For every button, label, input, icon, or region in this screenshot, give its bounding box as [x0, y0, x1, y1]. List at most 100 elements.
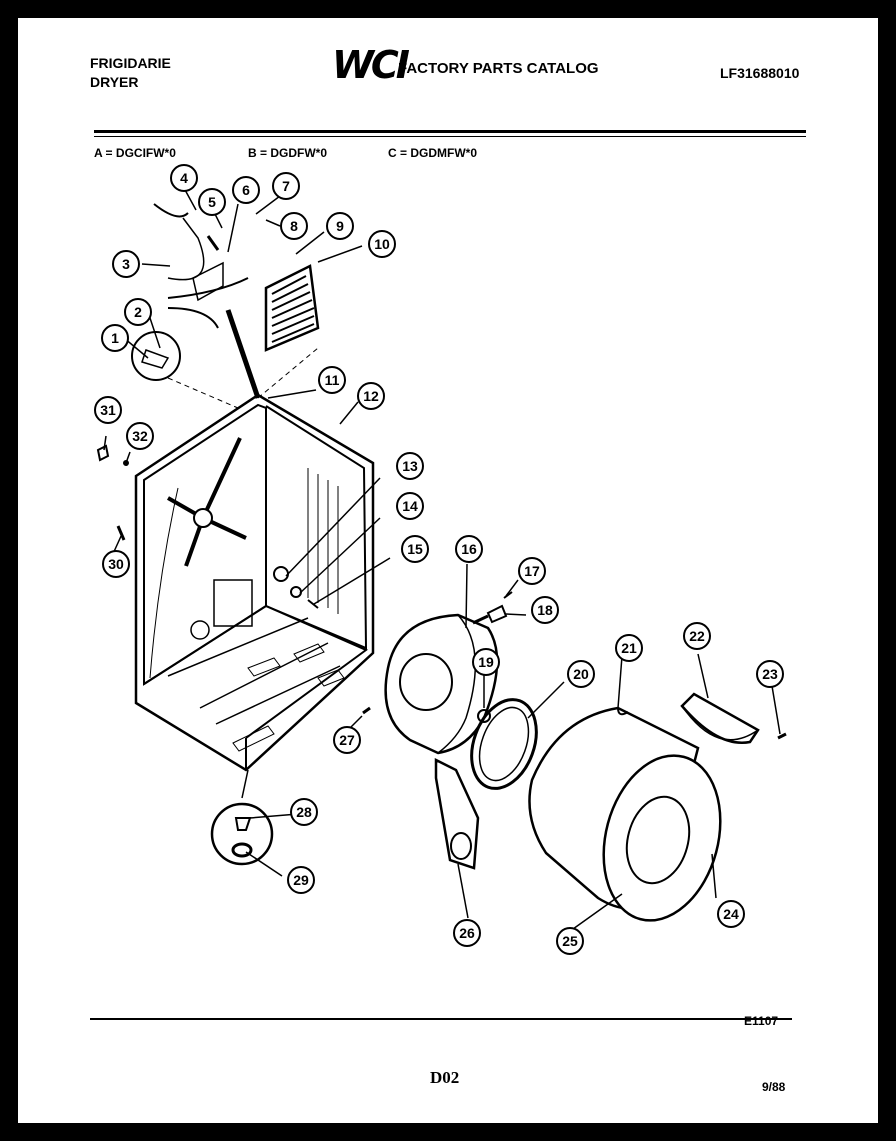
model-number: LF31688010	[720, 65, 800, 81]
page-code: D02	[430, 1068, 460, 1087]
callout-label: 26	[459, 925, 475, 941]
catalog-page: FRIGIDARIE DRYER WCI FACTORY PARTS CATAL…	[18, 18, 878, 1123]
front-bulkhead	[384, 613, 499, 755]
callout-label: 18	[537, 602, 553, 618]
callout-20: 20	[567, 660, 595, 688]
callout-circle	[567, 660, 595, 688]
callout-label: 2	[134, 304, 142, 320]
callout-31: 31	[94, 396, 122, 424]
diagram-code: E1107	[744, 1014, 779, 1028]
callout-label: 30	[108, 556, 124, 572]
callout-label: 22	[689, 628, 705, 644]
callout-23: 23	[756, 660, 784, 688]
callout-4: 4	[170, 164, 198, 192]
callout-label: 17	[524, 563, 540, 579]
callout-circle	[290, 798, 318, 826]
callout-22: 22	[683, 622, 711, 650]
callout-label: 31	[100, 402, 116, 418]
callout-18: 18	[531, 596, 559, 624]
callout-2: 2	[124, 298, 152, 326]
callout-label: 25	[562, 933, 578, 949]
callout-26: 26	[453, 919, 481, 947]
callout-label: 11	[325, 372, 340, 388]
callout-label: 1	[111, 330, 119, 346]
callout-label: 15	[407, 541, 423, 557]
callout-25: 25	[556, 927, 584, 955]
callout-circle	[396, 452, 424, 480]
callout-circle	[101, 324, 129, 352]
callout-27: 27	[333, 726, 361, 754]
callout-label: 7	[282, 178, 290, 194]
callout-circle	[232, 176, 260, 204]
model-def-c: C = DGDMFW*0	[388, 146, 478, 160]
callout-label: 21	[621, 640, 637, 656]
header-rule-thick	[94, 130, 806, 133]
callout-circle	[455, 535, 483, 563]
lint-duct	[434, 757, 480, 870]
callout-29: 29	[287, 866, 315, 894]
callout-label: 9	[336, 218, 344, 234]
callout-15: 15	[401, 535, 429, 563]
callout-17: 17	[518, 557, 546, 585]
callout-circle	[556, 927, 584, 955]
callout-label: 12	[363, 388, 379, 404]
callout-21: 21	[615, 634, 643, 662]
callout-12: 12	[357, 382, 385, 410]
callout-label: 6	[242, 182, 250, 198]
callout-label: 24	[723, 906, 739, 922]
callout-circle	[401, 535, 429, 563]
callout-circle	[756, 660, 784, 688]
callout-24: 24	[717, 900, 745, 928]
callout-14: 14	[396, 492, 424, 520]
callout-circle	[368, 230, 396, 258]
callout-circle	[198, 188, 226, 216]
callout-10: 10	[368, 230, 396, 258]
callout-label: 4	[180, 170, 188, 186]
callout-circle	[472, 648, 500, 676]
callout-circle	[94, 396, 122, 424]
callout-circle	[170, 164, 198, 192]
callout-circle	[531, 596, 559, 624]
callout-9: 9	[326, 212, 354, 240]
exploded-parts-diagram: 1234567891011121314151617181920212223242…	[94, 164, 787, 955]
callout-1: 1	[101, 324, 129, 352]
brand-name: FRIGIDARIE	[90, 55, 171, 71]
callout-label: 8	[290, 218, 298, 234]
model-def-a: A = DGCIFW*0	[94, 146, 176, 160]
callout-circle	[683, 622, 711, 650]
dryer-drum	[528, 706, 722, 922]
callout-circle	[333, 726, 361, 754]
callout-7: 7	[272, 172, 300, 200]
callout-circle	[287, 866, 315, 894]
callout-label: 32	[132, 428, 148, 444]
callout-5: 5	[198, 188, 226, 216]
callout-label: 19	[478, 654, 494, 670]
callout-circle	[102, 550, 130, 578]
callout-label: 5	[208, 194, 216, 210]
model-def-b: B = DGDFW*0	[248, 146, 328, 160]
callout-label: 20	[573, 666, 589, 682]
callout-28: 28	[290, 798, 318, 826]
callout-circle	[453, 919, 481, 947]
header-rule-thin	[94, 136, 806, 137]
catalog-title: FACTORY PARTS CATALOG	[398, 60, 599, 77]
callout-circle	[396, 492, 424, 520]
callout-label: 13	[402, 458, 418, 474]
dryer-cabinet	[134, 393, 375, 772]
callout-circle	[318, 366, 346, 394]
callout-circle	[126, 422, 154, 450]
callout-circle	[357, 382, 385, 410]
callout-6: 6	[232, 176, 260, 204]
callout-16: 16	[455, 535, 483, 563]
callout-circle	[272, 172, 300, 200]
callout-8: 8	[280, 212, 308, 240]
callout-30: 30	[102, 550, 130, 578]
callout-label: 10	[374, 236, 390, 252]
callout-circle	[124, 298, 152, 326]
callout-label: 29	[293, 872, 309, 888]
wci-logo: WCI	[332, 43, 410, 87]
knob-detail-circle	[131, 331, 181, 381]
callout-circle	[518, 557, 546, 585]
callout-circle	[717, 900, 745, 928]
callout-circle	[615, 634, 643, 662]
